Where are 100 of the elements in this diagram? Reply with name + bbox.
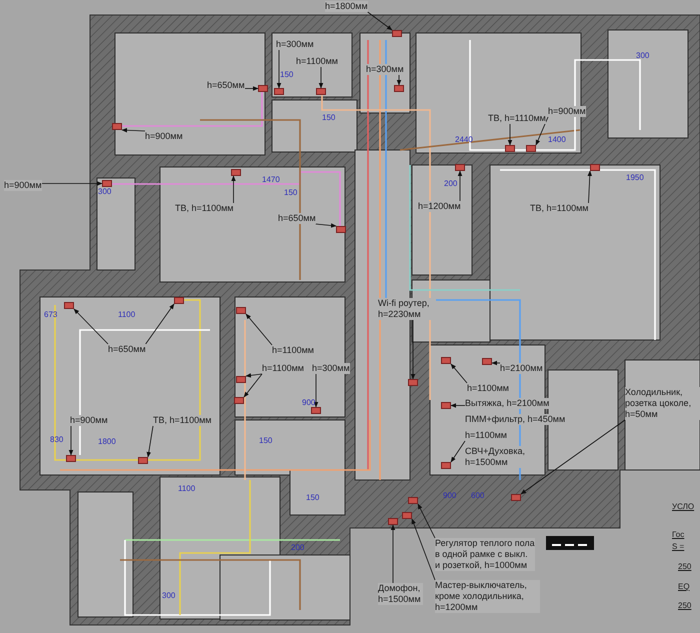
socket-mark bbox=[441, 357, 451, 364]
height-callout: h=300мм bbox=[276, 39, 314, 50]
dimension-label: 1950 bbox=[626, 173, 644, 182]
dimension-label: 300 bbox=[636, 51, 650, 60]
height-callout: Wi-fi роутер, h=2230мм bbox=[378, 298, 436, 320]
dimension-label: 1400 bbox=[548, 135, 566, 144]
leader-line bbox=[246, 314, 272, 346]
dimension-label: 1800 bbox=[98, 437, 116, 446]
socket-mark bbox=[505, 145, 515, 152]
socket-mark bbox=[388, 518, 398, 525]
legend-text: S = bbox=[672, 542, 684, 552]
socket-mark bbox=[455, 164, 465, 171]
dimension-label: 1470 bbox=[262, 175, 280, 184]
socket-mark bbox=[402, 512, 412, 519]
socket-mark bbox=[64, 302, 74, 309]
leader-line bbox=[314, 374, 318, 408]
socket-mark bbox=[258, 85, 268, 92]
leader-line bbox=[315, 223, 337, 228]
socket-mark bbox=[311, 407, 321, 414]
dimension-label: 200 bbox=[444, 179, 458, 188]
leader-line bbox=[491, 360, 500, 366]
leader-line bbox=[450, 440, 466, 462]
socket-mark bbox=[274, 88, 284, 95]
leader-line bbox=[588, 170, 592, 204]
height-callout: Вытяжка, h=2100мм bbox=[465, 398, 550, 409]
leader-line bbox=[41, 181, 103, 186]
leader-line bbox=[390, 524, 396, 584]
socket-mark bbox=[392, 30, 402, 37]
height-callout: ПММ+фильтр, h=450мм bbox=[465, 414, 566, 425]
dimension-label: 900 bbox=[302, 398, 316, 407]
legend-text: 250 bbox=[678, 601, 692, 611]
leader-line bbox=[245, 373, 262, 378]
socket-mark bbox=[482, 358, 492, 365]
height-callout: h=900мм bbox=[70, 415, 108, 426]
leader-line bbox=[276, 50, 282, 89]
leader-line bbox=[244, 374, 262, 398]
socket-mark bbox=[66, 455, 76, 462]
leader-line bbox=[68, 426, 74, 456]
height-callout: h=900мм bbox=[548, 106, 586, 117]
leader-line bbox=[458, 170, 462, 202]
socket-mark bbox=[102, 180, 112, 187]
leader-line bbox=[450, 364, 468, 384]
leader-line bbox=[418, 504, 436, 538]
socket-mark bbox=[511, 494, 521, 501]
socket-mark bbox=[441, 402, 451, 409]
socket-mark bbox=[174, 297, 184, 304]
height-callout: h=1100мм bbox=[296, 56, 338, 67]
height-callout: ТВ, h=1100мм bbox=[530, 203, 588, 214]
leader-line bbox=[244, 86, 259, 91]
socket-mark bbox=[234, 397, 244, 404]
height-callout: Домофон, h=1500мм bbox=[378, 583, 423, 605]
socket-mark bbox=[590, 164, 600, 171]
height-callout: h=650мм bbox=[278, 213, 316, 224]
leader-line bbox=[231, 175, 236, 204]
dimension-label: 300 bbox=[162, 591, 176, 600]
legend-text: 250 bbox=[678, 562, 692, 572]
socket-mark bbox=[112, 123, 122, 130]
height-callout: Мастер-выключатель, кроме холодильника, h=1200мм bbox=[435, 580, 540, 613]
height-callout: h=300мм bbox=[312, 363, 350, 374]
socket-mark bbox=[441, 462, 451, 469]
dimension-label: 600 bbox=[471, 491, 484, 500]
height-callout: ТВ, h=1100мм bbox=[153, 415, 212, 426]
height-callout: Регулятор теплого пола в одной рамке с выкл. и розеткой, h=1000мм bbox=[435, 538, 535, 571]
socket-mark bbox=[336, 226, 346, 233]
dimension-label: 200 bbox=[291, 543, 304, 552]
height-callout: h=650мм bbox=[207, 80, 245, 91]
leader-line bbox=[412, 518, 436, 580]
leader-line bbox=[410, 320, 416, 380]
leader-line bbox=[74, 308, 108, 344]
height-callout: h=1100мм bbox=[465, 430, 507, 441]
dimension-label: 150 bbox=[284, 188, 298, 197]
height-callout: h=2100мм bbox=[500, 363, 543, 374]
dimension-label: 300 bbox=[98, 187, 112, 196]
height-callout: Холодильник, розетка цоколе, h=50мм bbox=[625, 387, 700, 420]
socket-mark bbox=[408, 497, 418, 504]
dimension-label: 150 bbox=[280, 70, 294, 79]
leader-line bbox=[121, 128, 146, 132]
dimension-label: 900 bbox=[443, 491, 456, 500]
leader-line bbox=[396, 74, 402, 86]
socket-mark bbox=[394, 85, 404, 92]
dimension-label: 150 bbox=[306, 493, 320, 502]
leader-line bbox=[536, 116, 548, 146]
socket-mark bbox=[526, 145, 536, 152]
leader-line bbox=[450, 403, 466, 408]
dimension-label: 1100 bbox=[178, 484, 196, 493]
height-callout: ТВ, h=1110мм bbox=[488, 113, 546, 124]
leader-line bbox=[145, 304, 174, 344]
height-callout: h=1100мм bbox=[467, 383, 509, 394]
leader-line bbox=[520, 420, 626, 494]
socket-mark bbox=[316, 88, 326, 95]
socket-mark bbox=[408, 379, 418, 386]
height-callout: h=1200мм bbox=[418, 201, 461, 212]
height-callout: h=1100мм bbox=[262, 363, 304, 374]
legend-text: УСЛО bbox=[672, 502, 694, 512]
leader-line bbox=[146, 426, 154, 458]
dimension-label: 150 bbox=[322, 113, 336, 122]
dimension-label: 1100 bbox=[118, 310, 136, 319]
socket-mark bbox=[138, 457, 148, 464]
legend-text: EQ bbox=[678, 582, 690, 592]
height-callout: ТВ, h=1100мм bbox=[175, 203, 234, 214]
